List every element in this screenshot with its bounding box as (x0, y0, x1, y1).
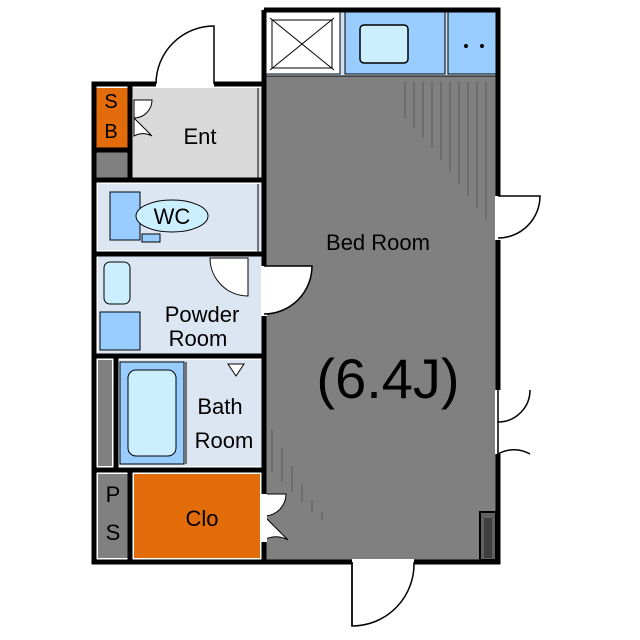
wc-paper-holder (141, 233, 161, 243)
right-door-2-upper (497, 389, 531, 423)
pipe-space (98, 474, 128, 558)
shoe-box (94, 88, 128, 150)
shoe-box-label-s: S (104, 91, 117, 113)
fridge-cross-b (269, 17, 335, 71)
wc-bowl (135, 199, 209, 233)
closet-door-gap (261, 494, 267, 542)
bed-room-label: Bed Room (326, 230, 430, 255)
pipe-space-label-s: S (106, 520, 121, 545)
stove-area (447, 11, 497, 75)
wc-label: WC (154, 204, 191, 229)
closet-label: Clo (185, 506, 218, 531)
fridge-inner (271, 19, 333, 69)
shoe-box-door-lower (133, 116, 153, 137)
entrance-door (155, 25, 215, 85)
shoe-box-lower (94, 152, 128, 178)
entrance-floor (132, 88, 262, 178)
kitchen-sink-basin (359, 24, 409, 64)
bedroom-pipe-inner (484, 518, 492, 558)
bath-pipe-strip (98, 360, 112, 466)
shoe-box-label-b: B (104, 121, 117, 143)
closet (134, 474, 260, 558)
pipe-space-label-p: P (106, 482, 121, 507)
right-door-2-lower (497, 422, 531, 456)
right-door-1 (497, 195, 541, 239)
bedroom-door (263, 265, 313, 315)
burner-right (480, 44, 484, 48)
powder-room-label-2: Room (169, 326, 228, 351)
burner-left (464, 44, 468, 48)
floor-hatching (271, 82, 487, 520)
washing-machine-space (99, 311, 141, 351)
entrance-label: Ent (183, 124, 216, 149)
bed-room-size: (6.4J) (316, 347, 459, 410)
bottom-door (351, 561, 415, 627)
bath-room-label-1: Bath (197, 394, 242, 419)
powder-room-label-1: Powder (165, 302, 240, 327)
bathtub-basin (127, 369, 177, 457)
walls (91, 7, 501, 565)
bath-room-label-2: Room (195, 428, 254, 453)
powder-room-door (209, 257, 249, 297)
wash-basin (103, 261, 131, 305)
bath-door-marker (227, 363, 245, 377)
